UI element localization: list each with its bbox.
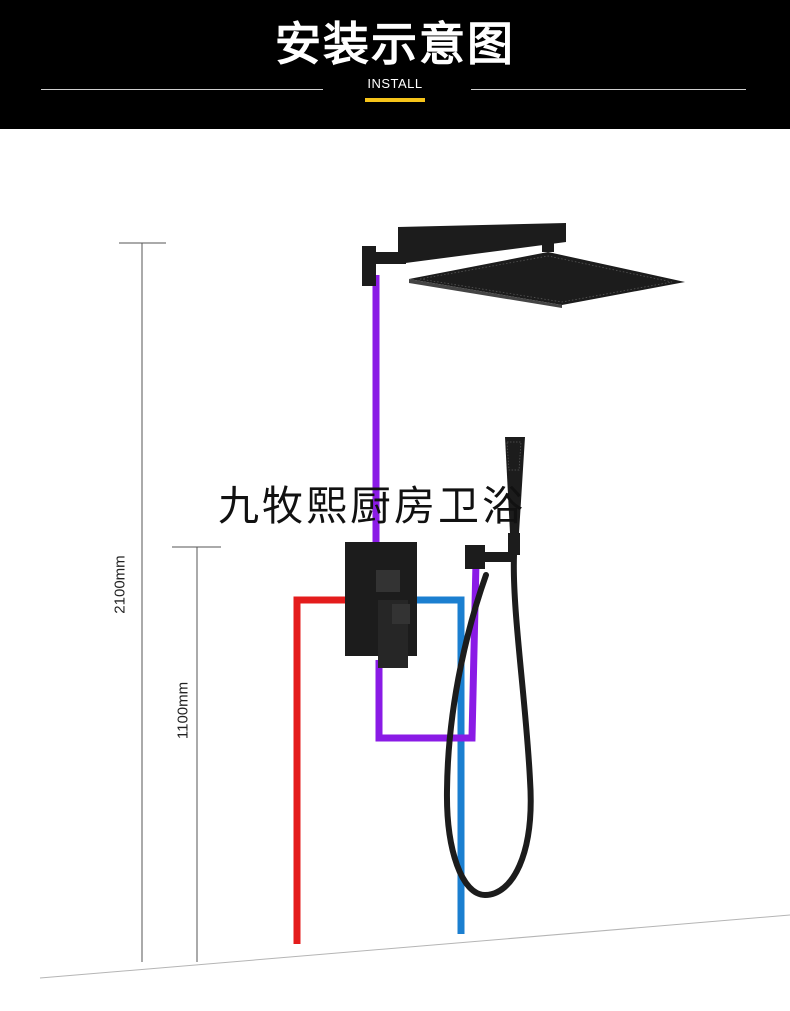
shower-arm — [362, 223, 566, 286]
header-subtitle: INSTALL — [367, 76, 423, 91]
shower-hose — [443, 552, 534, 899]
mixed-pipe-handheld — [375, 561, 480, 742]
rain-shower-head — [409, 252, 685, 308]
header-rule-right — [471, 89, 746, 90]
brand-watermark: 九牧熙厨房卫浴 — [218, 482, 526, 530]
floor-line — [39, 914, 790, 979]
page-title: 安装示意图 — [275, 17, 515, 71]
mixing-valve — [345, 542, 417, 668]
hot-water-pipe — [293, 596, 347, 944]
dimension-2100 — [119, 242, 166, 962]
cold-water-pipe — [405, 596, 465, 934]
label-1100mm: 1100mm — [174, 681, 192, 740]
dimension-1100 — [172, 546, 221, 962]
header-accent-bar — [365, 98, 425, 102]
handheld-shower — [465, 437, 525, 569]
header-banner: 安装示意图 INSTALL — [0, 0, 790, 129]
header-rule-left — [41, 89, 323, 90]
label-2100mm: 2100mm — [111, 555, 129, 614]
